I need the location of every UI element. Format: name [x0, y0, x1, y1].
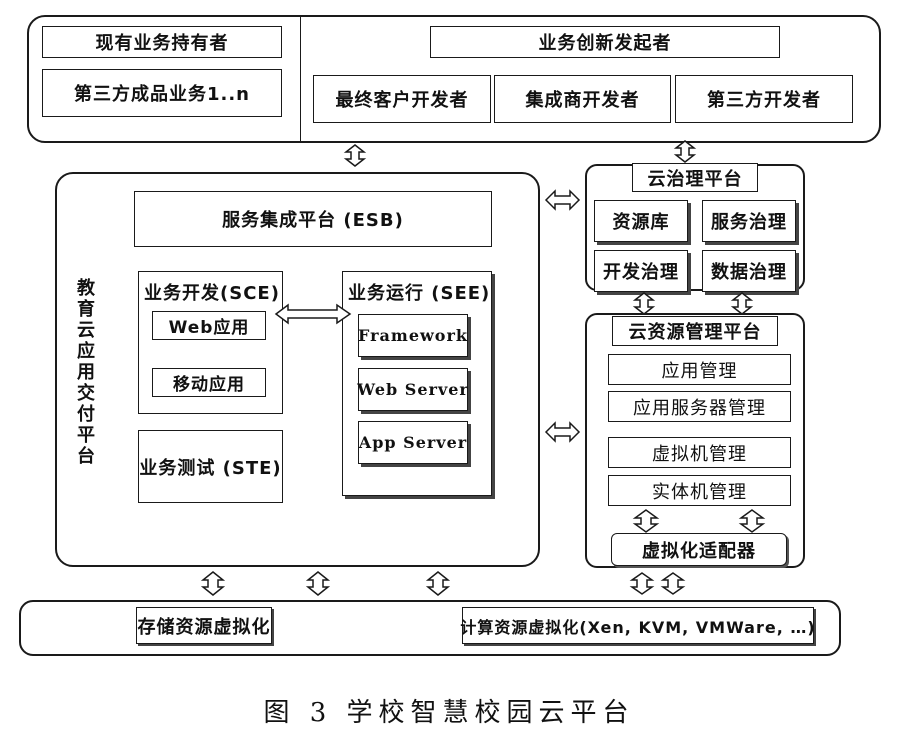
arrow-stakeholders-platform	[343, 144, 367, 167]
physical-mgmt-box: 实体机管理	[608, 475, 791, 506]
ste-box: 业务测试 (STE)	[138, 430, 283, 503]
existing-holders-box: 现有业务持有者	[42, 26, 282, 58]
app-mgmt-box: 应用管理	[608, 354, 791, 385]
service-gov-box: 服务治理	[702, 200, 796, 242]
arrow-platform-infra-mid	[305, 571, 331, 596]
resource-mgmt-title: 云资源管理平台	[612, 316, 778, 346]
resource-lib-box: 资源库	[594, 200, 688, 242]
web-app-box: Web应用	[152, 311, 266, 340]
innovation-initiators-box: 业务创新发起者	[430, 26, 780, 58]
integrator-devs-box: 集成商开发者	[494, 75, 671, 123]
delivery-platform-title: 教育云应用交付平台	[74, 278, 95, 467]
arrow-resource-compute-1	[629, 572, 655, 595]
arrow-stakeholders-governance	[673, 140, 697, 163]
stakeholders-divider	[300, 16, 301, 142]
third-party-products-box: 第三方成品业务1..n	[42, 69, 282, 117]
sce-title: 业务开发(SCE)	[144, 283, 280, 304]
framework-box: Framework	[358, 314, 468, 357]
app-server-box: App Server	[358, 421, 468, 464]
compute-virtualization-box: 计算资源虚拟化(Xen, KVM, VMWare, …)	[460, 607, 815, 644]
mobile-app-box: 移动应用	[152, 368, 266, 397]
arrow-physical-adapter-1	[632, 509, 660, 533]
arrow-governance-resource-2	[730, 292, 754, 315]
arrow-resource-compute-2	[660, 572, 686, 595]
arrow-physical-adapter-2	[738, 509, 766, 533]
dev-gov-box: 开发治理	[594, 250, 688, 292]
third-party-devs-box: 第三方开发者	[675, 75, 853, 123]
end-customer-devs-box: 最终客户开发者	[313, 75, 491, 123]
governance-title: 云治理平台	[632, 163, 758, 192]
arrow-governance-resource-1	[632, 292, 656, 315]
data-gov-box: 数据治理	[702, 250, 796, 292]
figure-caption: 图 3 学校智慧校园云平台	[263, 698, 635, 728]
vm-mgmt-box: 虚拟机管理	[608, 437, 791, 468]
app-server-mgmt-box: 应用服务器管理	[608, 391, 791, 422]
arrow-platform-storage	[200, 571, 226, 596]
arrow-platform-governance	[544, 189, 581, 211]
see-title: 业务运行 (SEE)	[348, 283, 491, 304]
arrow-platform-compute	[425, 571, 451, 596]
arrow-sce-see	[274, 303, 352, 325]
esb-box: 服务集成平台 (ESB)	[134, 191, 492, 247]
adapter-box: 虚拟化适配器	[611, 533, 787, 566]
web-server-box: Web Server	[357, 368, 468, 411]
arrow-platform-resource	[544, 421, 581, 443]
storage-virtualization-box: 存储资源虚拟化	[136, 607, 272, 644]
